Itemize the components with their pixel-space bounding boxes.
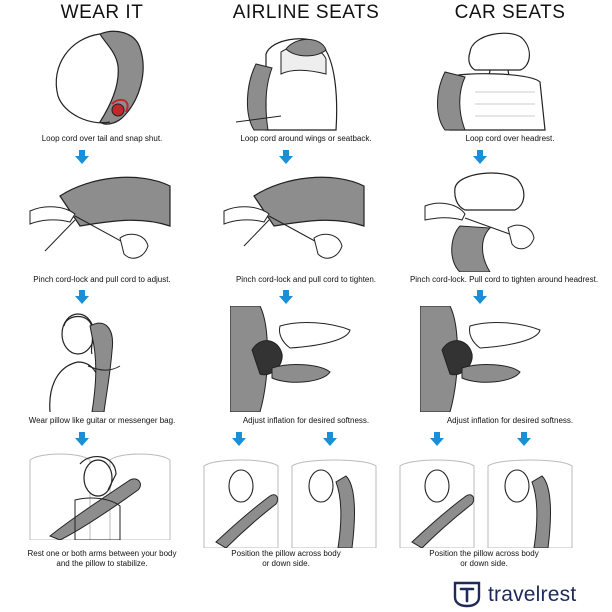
illustration-rest-arms-seated (29, 453, 171, 540)
travelrest-logo-icon (453, 581, 481, 608)
caption-wear-step3: Wear pillow like guitar or messenger bag… (28, 416, 176, 425)
caption-car-step3: Adjust inflation for desired softness. (446, 416, 574, 425)
illustration-car-headrest (437, 32, 546, 131)
arrow-down-icon (279, 290, 293, 304)
title-car-seats: CAR SEATS (454, 2, 566, 23)
arrow-down-icon (323, 432, 337, 446)
caption-wear-step4-line2: and the pillow to stabilize. (56, 559, 148, 568)
illustration-position-across-body-airline (203, 459, 377, 548)
title-wear-it: WEAR IT (60, 2, 144, 23)
arrow-down-icon (279, 150, 293, 164)
arrow-down-icon (75, 150, 89, 164)
caption-car-step1: Loop cord over headrest. (465, 134, 555, 143)
illustration-loop-cord-tail (55, 30, 144, 125)
illustration-adjust-inflation-car (420, 306, 541, 412)
arrow-down-icon (75, 432, 89, 446)
caption-wear-step1: Loop cord over tail and snap shut. (41, 134, 163, 143)
arrow-down-icon (75, 290, 89, 304)
caption-airline-step3: Adjust inflation for desired softness. (242, 416, 370, 425)
illustration-pinch-cordlock-car (424, 172, 535, 272)
arrow-down-icon (473, 150, 487, 164)
caption-wear-step4-line1: Rest one or both arms between your body (27, 549, 177, 558)
arrow-down-icon (517, 432, 531, 446)
arrow-down-icon (473, 290, 487, 304)
caption-airline-step1: Loop cord around wings or seatback. (240, 134, 372, 143)
caption-airline-step4-line2: or down side. (262, 559, 310, 568)
illustration-pinch-cordlock-airline (223, 176, 365, 259)
caption-car-step2: Pinch cord-lock. Pull cord to tighten ar… (409, 275, 599, 284)
illustration-position-across-body-car (399, 459, 573, 548)
illustration-wear-like-guitar (49, 313, 121, 412)
illustration-pinch-cordlock-wear (29, 176, 171, 259)
illustration-airline-seat-wings (235, 38, 338, 131)
brand-name: travelrest (488, 583, 577, 606)
caption-wear-step2: Pinch cord-lock and pull cord to adjust. (33, 275, 171, 284)
illustration-adjust-inflation-airline (230, 306, 351, 412)
caption-car-step4-line1: Position the pillow across body (429, 549, 539, 558)
caption-airline-step4-line1: Position the pillow across body (231, 549, 341, 558)
caption-car-step4-line2: or down side. (460, 559, 508, 568)
arrow-down-icon (430, 432, 444, 446)
arrow-down-icon (232, 432, 246, 446)
title-airline-seats: AIRLINE SEATS (232, 2, 380, 23)
caption-airline-step2: Pinch cord-lock and pull cord to tighten… (235, 275, 377, 284)
travelrest-logo: travelrest (452, 580, 602, 608)
